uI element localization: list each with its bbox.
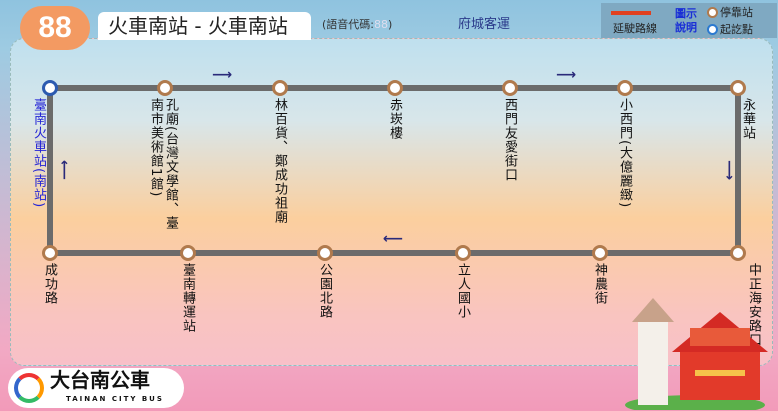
terminal-stop-marker[interactable] [42, 80, 58, 96]
stop-label: 西門友愛街口 [502, 98, 517, 182]
legend: 延駛路線 圖示說明 停靠站 起訖點 [601, 3, 777, 38]
stop-marker[interactable] [317, 245, 333, 261]
stop-label: 孔廟(台灣文學館、臺南市美術館1館) [148, 98, 178, 231]
legend-terminal: 起訖點 [707, 22, 753, 36]
route-line-left [47, 88, 53, 253]
arrow-up-icon: ⟵ [56, 160, 72, 181]
route-number-badge: 88 [20, 6, 90, 50]
temple-illustration [625, 298, 768, 410]
legend-stop: 停靠站 [707, 5, 753, 19]
arrow-down-icon: ⟶ [721, 160, 737, 181]
stop-label: 赤崁樓 [387, 98, 402, 140]
stop-marker[interactable] [455, 245, 471, 261]
legend-terminal-label: 起訖點 [720, 22, 753, 36]
stop-marker[interactable] [387, 80, 403, 96]
operator-name: 府城客運 [458, 17, 511, 32]
stop-label: 永華站 [740, 98, 755, 140]
voice-code-label: (語音代碼: [322, 18, 374, 31]
voice-code-value: 88 [374, 18, 388, 31]
stop-marker[interactable] [42, 245, 58, 261]
stop-marker[interactable] [730, 80, 746, 96]
arrow-right-icon: ⟶ [212, 67, 233, 83]
tainan-city-bus-logo: 大台南公車 TAINAN CITY BUS [8, 368, 184, 408]
stop-marker[interactable] [730, 245, 746, 261]
stop-marker[interactable] [617, 80, 633, 96]
stop-label: 公園北路 [317, 263, 332, 319]
stop-label: 小西門(大億麗緻) [617, 98, 632, 209]
voice-code-close: ) [388, 18, 393, 31]
terminal-circle-icon [707, 23, 718, 35]
stop-label: 成功路 [42, 263, 57, 305]
logo-name: 大台南公車 [50, 368, 150, 392]
stop-marker[interactable] [157, 80, 173, 96]
stop-label: 臺南轉運站 [180, 263, 195, 333]
logo-subtitle: TAINAN CITY BUS [66, 395, 164, 403]
stop-marker[interactable] [592, 245, 608, 261]
arrow-left-icon: ⟵ [383, 231, 404, 247]
stop-marker[interactable] [502, 80, 518, 96]
stop-label: 立人國小 [455, 263, 470, 319]
bus-logo-icon [14, 373, 44, 403]
arrow-right-icon: ⟶ [556, 67, 577, 83]
stop-label: 中正海安路口 [746, 263, 761, 347]
legend-title: 圖示說明 [675, 7, 697, 34]
route-line-right [735, 88, 741, 253]
stop-label: 臺南火車站(南站) [31, 98, 46, 209]
route-title: 火車南站 - 火車南站 [98, 12, 311, 40]
extension-line-label: 延駛路線 [613, 22, 657, 35]
legend-stop-label: 停靠站 [720, 5, 753, 19]
stop-marker[interactable] [272, 80, 288, 96]
route-line-bottom [48, 250, 740, 256]
stop-circle-icon [707, 6, 718, 18]
stop-label: 林百貨、鄭成功祖廟 [272, 98, 287, 224]
stop-marker[interactable] [180, 245, 196, 261]
voice-code: (語音代碼:88) [322, 18, 392, 32]
extension-line-swatch [611, 11, 651, 15]
stop-label: 神農街 [592, 263, 607, 305]
